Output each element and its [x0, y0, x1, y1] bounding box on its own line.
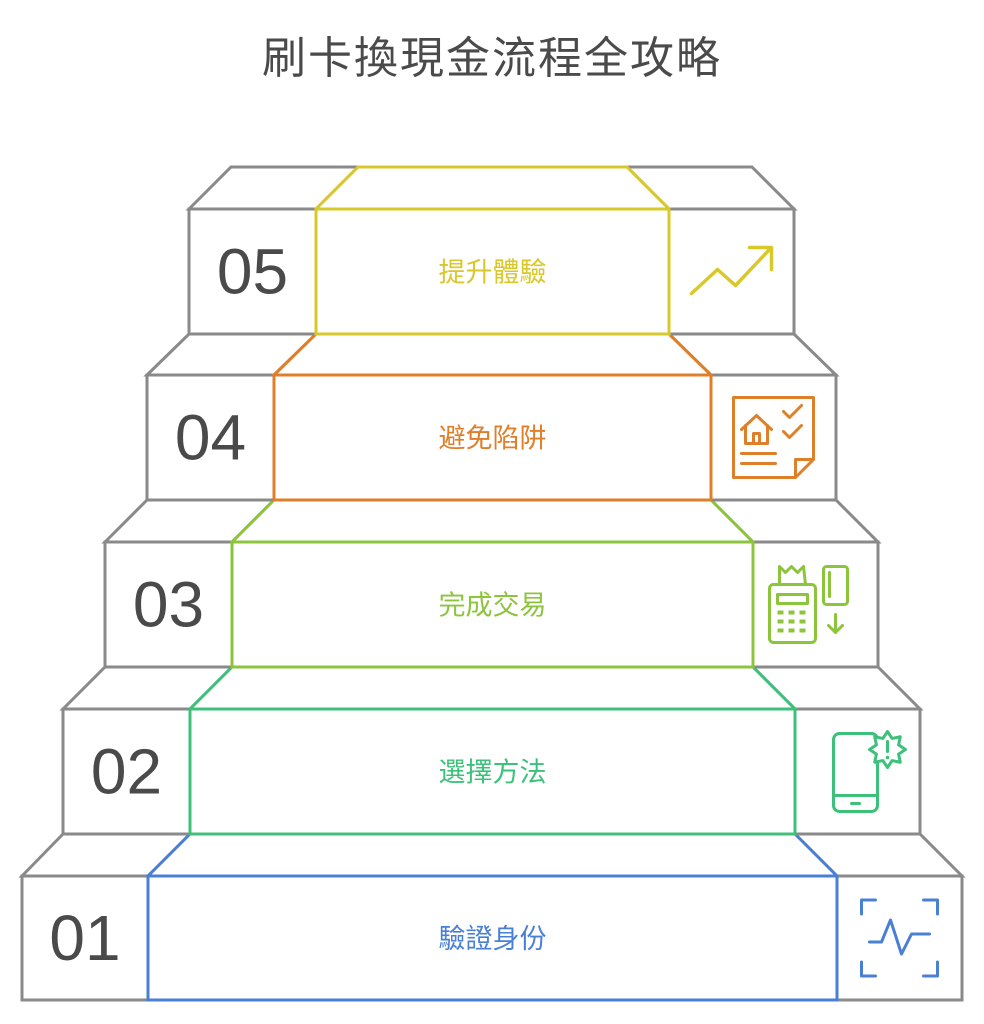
step-top-center	[186, 665, 799, 711]
step-label: 完成交易	[439, 591, 547, 622]
step-01: 01 驗證身份	[18, 832, 966, 1002]
trend-up-icon	[689, 245, 774, 296]
step-label-panel	[188, 707, 797, 836]
scan-pulse-icon	[860, 898, 939, 978]
step-03: 03 完成交易	[101, 498, 882, 669]
step-number: 03	[133, 569, 204, 641]
step-top-center	[228, 498, 757, 544]
step-label-panel	[230, 540, 755, 669]
step-number: 02	[91, 736, 162, 808]
step-number: 01	[49, 902, 120, 974]
step-04: 04 避免陷阱	[143, 332, 840, 502]
step-label-panel	[272, 373, 713, 502]
checklist-home-icon	[732, 396, 815, 479]
step-number: 04	[175, 402, 246, 474]
step-top-center	[270, 332, 715, 377]
step-label: 避免陷阱	[439, 424, 547, 455]
step-05: 05 提升體驗	[185, 165, 798, 336]
step-number: 05	[217, 236, 288, 308]
step-icon-panel	[667, 207, 796, 336]
step-label: 提升體驗	[439, 258, 547, 289]
diagram-title: 刷卡換現金流程全攻略	[262, 33, 722, 84]
step-label: 選擇方法	[439, 758, 547, 789]
step-top-center	[144, 832, 841, 878]
step-02: 02 選擇方法	[59, 665, 924, 836]
step-icon-panel	[835, 874, 964, 1002]
step-label-panel	[146, 874, 839, 1002]
step-icon-panel	[793, 707, 922, 836]
phone-alert-icon	[832, 730, 907, 813]
step-label-panel	[314, 207, 671, 336]
card-terminal-icon	[768, 565, 849, 644]
step-icon-panel	[709, 373, 838, 502]
step-top-center	[312, 165, 673, 211]
step-label: 驗證身份	[439, 924, 547, 955]
